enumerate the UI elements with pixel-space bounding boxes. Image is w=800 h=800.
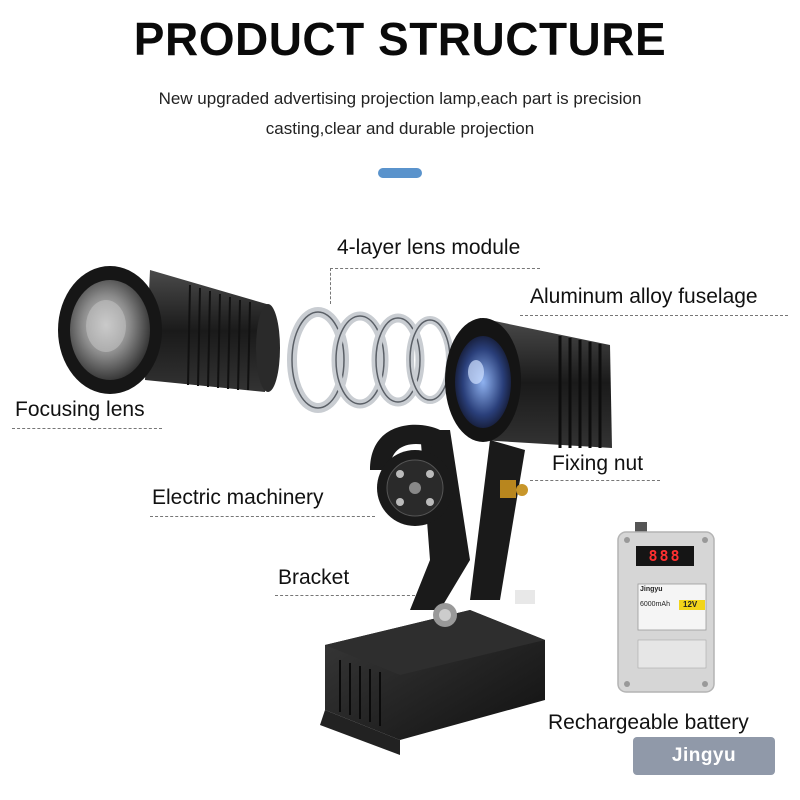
fixing-nut-part xyxy=(500,480,528,498)
subtitle-line-2: casting,clear and durable projection xyxy=(265,119,535,138)
leader-lens-module xyxy=(330,268,540,269)
leader-electric-machinery xyxy=(150,516,375,517)
leader-lens-module-drop xyxy=(330,268,331,304)
leader-bracket xyxy=(275,595,415,596)
leader-fixing-nut xyxy=(530,480,660,481)
watermark-badge: Jingyu xyxy=(633,737,775,775)
label-lens-module: 4-layer lens module xyxy=(337,236,521,259)
subtitle-line-1: New upgraded advertising projection lamp… xyxy=(158,89,642,108)
focusing-lens-part xyxy=(58,266,280,394)
leader-fuselage xyxy=(520,315,788,316)
label-battery: Rechargeable battery xyxy=(548,711,749,734)
label-electric-machinery: Electric machinery xyxy=(152,486,324,509)
fuselage-part xyxy=(445,318,612,448)
label-bracket: Bracket xyxy=(278,566,350,589)
label-focusing-lens: Focusing lens xyxy=(15,398,145,421)
base-box-part xyxy=(320,590,545,755)
battery-voltage: 12V xyxy=(683,600,698,609)
motor-part xyxy=(377,450,453,526)
battery-part xyxy=(617,522,715,693)
label-fixing-nut: Fixing nut xyxy=(552,452,644,475)
page-subtitle: New upgraded advertising projection lamp… xyxy=(60,84,740,144)
lens-rings xyxy=(287,307,454,413)
battery-display: 888 xyxy=(648,547,682,565)
label-fuselage: Aluminum alloy fuselage xyxy=(530,285,758,308)
battery-screws xyxy=(624,537,708,687)
leader-focusing-lens xyxy=(12,428,162,429)
battery-brand: Jingyu xyxy=(640,586,663,593)
accent-bar xyxy=(378,168,422,178)
battery-capacity: 6000mAh xyxy=(640,601,670,608)
page-title: PRODUCT STRUCTURE xyxy=(133,13,667,65)
